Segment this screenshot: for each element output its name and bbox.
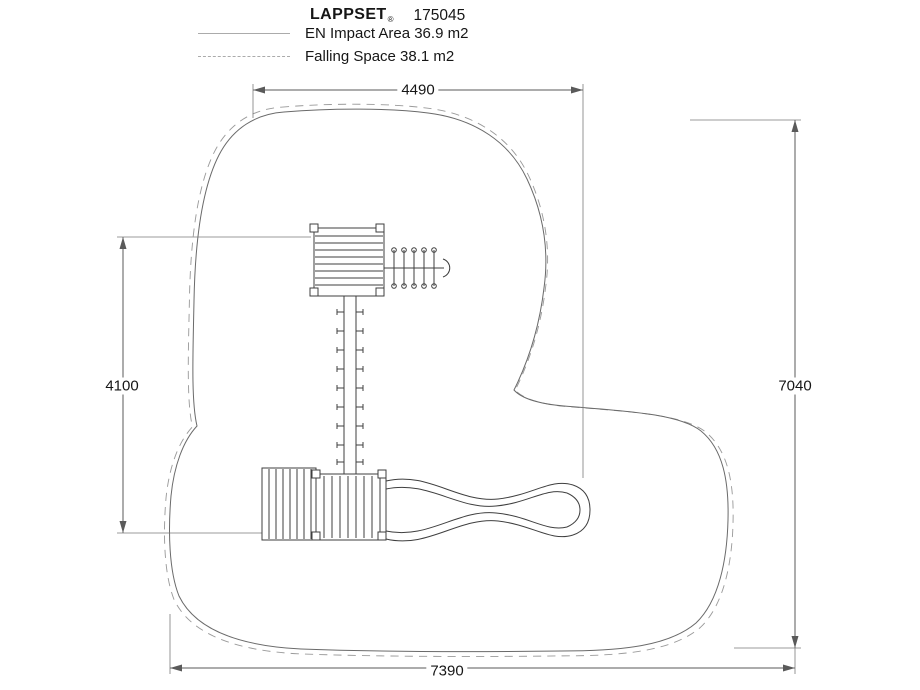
falling-space-outline [164,103,734,657]
dimension-top-value: 4490 [397,81,439,99]
legend-row-falling-space: Falling Space 38.1 m2 [198,45,468,68]
dimension-top [252,84,584,478]
equipment-overhead-rungs [384,247,451,289]
dimension-left [117,236,311,534]
equipment-lower-platform [311,469,387,541]
solid-line-sample [198,33,290,34]
equipment-upper-platform [309,223,385,297]
dimension-bottom-value: 7390 [426,662,468,680]
product-code: 175045 [413,7,466,24]
legend-row-impact-area: EN Impact Area 36.9 m2 [198,22,468,45]
falling-space-label: Falling Space 38.1 m2 [305,48,455,65]
dashed-line-sample [198,56,290,57]
equipment-stairs [261,467,317,541]
title-block: LAPPSET ® 175045 [310,6,465,25]
legend: EN Impact Area 36.9 m2 Falling Space 38.… [198,22,468,68]
brand-name: LAPPSET [310,6,387,23]
dimension-left-value: 4100 [101,377,143,395]
equipment-slide [385,478,591,542]
dimension-bottom [169,614,796,674]
impact-area-outline [169,108,729,653]
dimension-right-value: 7040 [774,377,816,395]
equipment-bridge [336,296,364,474]
impact-area-label: EN Impact Area 36.9 m2 [305,25,469,42]
registered-mark-icon: ® [387,15,394,24]
